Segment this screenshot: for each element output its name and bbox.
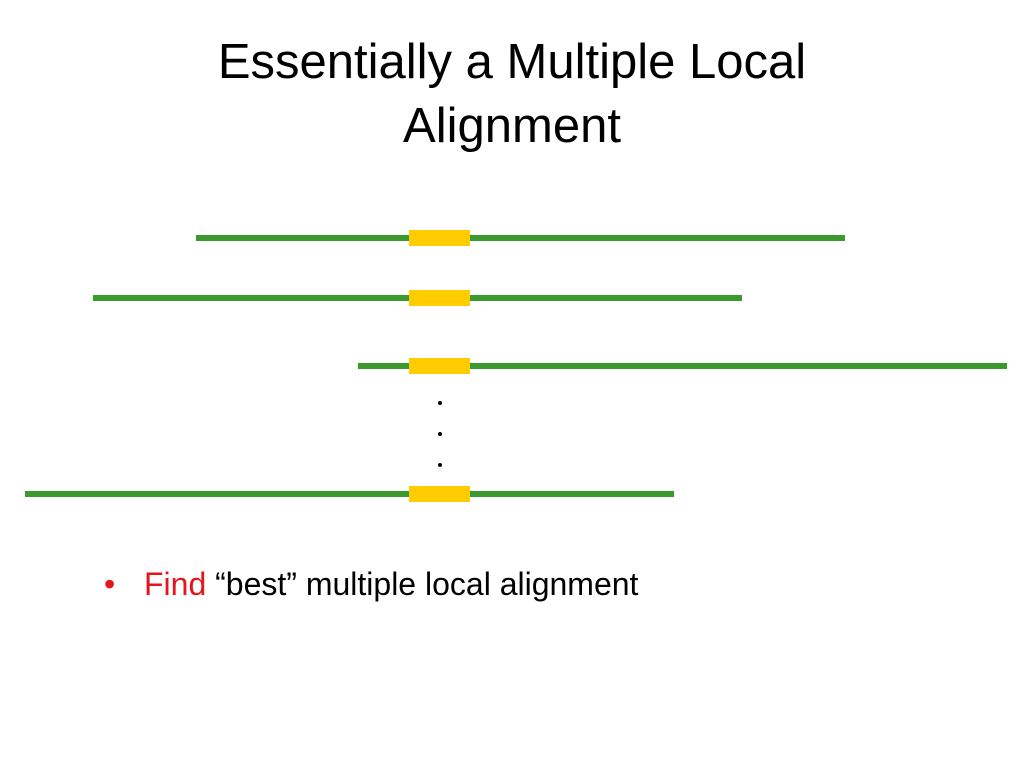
ellipsis-dot <box>438 432 442 436</box>
title-line-1: Essentially a Multiple Local <box>217 35 807 89</box>
ellipsis-dot <box>438 463 442 467</box>
sequence-n <box>25 486 674 502</box>
sequence-1 <box>196 230 845 246</box>
motif-block <box>409 290 470 306</box>
sequence-2 <box>93 290 742 306</box>
ellipsis-dot <box>438 401 442 405</box>
bullet-text: “best” multiple local alignment <box>215 566 639 602</box>
bullet-item: • Find “best” multiple local alignment <box>104 562 638 606</box>
bullet-list: • Find “best” multiple local alignment <box>104 562 638 606</box>
vertical-ellipsis <box>438 401 442 467</box>
bullet-marker: • <box>104 566 116 602</box>
motif-block <box>409 230 470 246</box>
title-line-2: Alignment <box>403 99 621 153</box>
sequence-3 <box>358 358 1007 374</box>
motif-block <box>409 358 470 374</box>
bullet-keyword: Find <box>144 566 207 602</box>
motif-block <box>409 486 470 502</box>
slide-title: Essentially a Multiple Local Alignment <box>112 30 912 158</box>
